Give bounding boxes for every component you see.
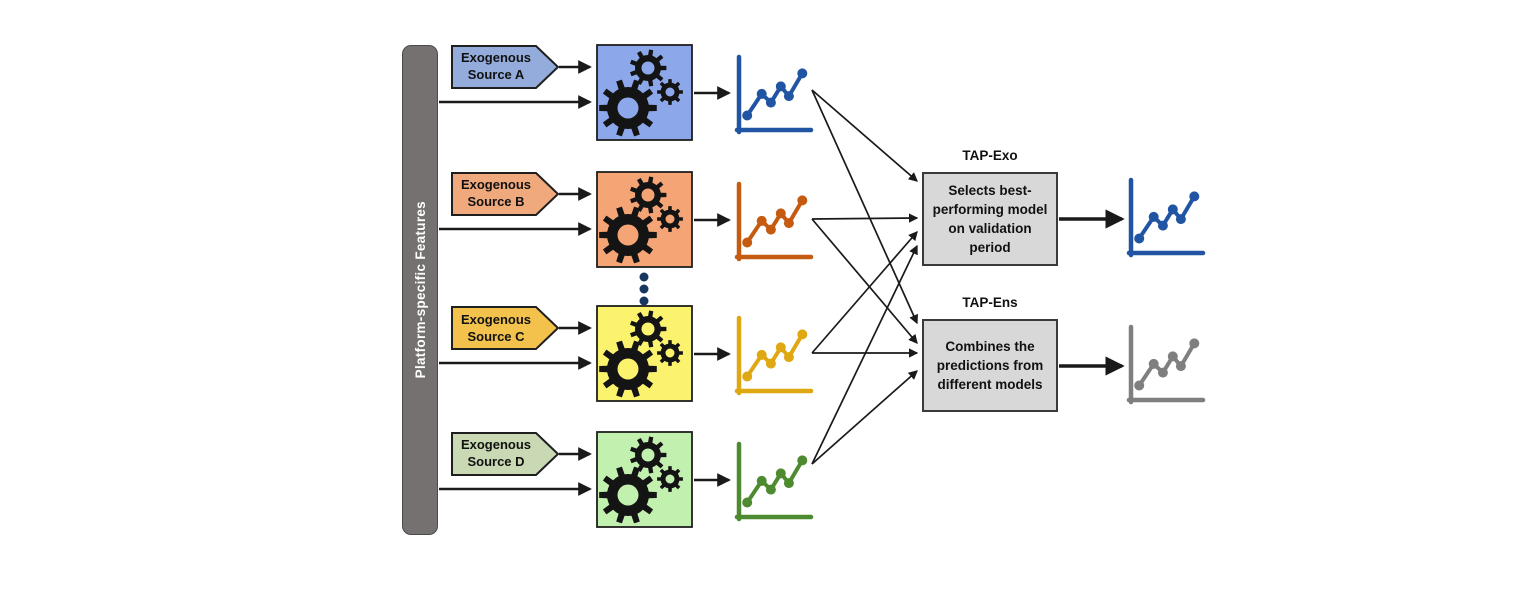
arrow-forecast-b-to-tap-ens [811,218,918,344]
model-box-c [596,305,693,402]
chart-point [742,371,753,382]
gears-icon [630,436,667,474]
chart-point [756,215,767,226]
gears-icon [630,176,667,214]
line-chart-icon [745,72,805,117]
arrow-forecast-b-to-tap-exo [811,213,919,223]
gears-icon [630,49,667,87]
chart-point [783,352,794,363]
line-chart-icon [745,333,805,378]
tap-exo-box: Selects best-performing model on validat… [922,172,1058,266]
chart-point [765,224,776,235]
source-tag-c [451,306,560,350]
chart-point [775,208,786,219]
gears-icon [657,79,683,105]
chart-point [1189,338,1200,349]
forecast-chart-c [734,315,814,396]
chart-point [756,88,767,99]
chart-point [756,349,767,360]
model-box-a [596,44,693,141]
tap-ens-description: Combines the predictions from different … [936,338,1044,393]
source-tag-b [451,172,560,216]
source-tag-a [451,45,560,89]
gears-icon [657,340,683,366]
line-chart-icon [745,199,805,244]
chart-point [1167,204,1178,215]
tap-exo-output-chart [1126,177,1206,258]
chart-point [765,97,776,108]
chart-point [742,237,753,248]
source-tag-label-c: Exogenous Source C [460,311,532,344]
platform-features-label: Platform-specific Features [412,201,428,379]
gears-icon [599,79,657,137]
source-tag-label-a: Exogenous Source A [460,49,532,82]
tap-exo-title: TAP-Exo [962,147,1018,163]
tap-ens-output-chart [1126,324,1206,405]
line-chart-icon [1137,342,1197,387]
arrow-forecast-a-to-tap-ens [811,89,918,325]
chart-point [1134,233,1145,244]
chart-point [1148,358,1159,369]
gears-icon [599,340,657,398]
line-chart-icon [1137,195,1197,240]
arrow-forecast-d-to-tap-ens [811,370,918,465]
chart-point [1175,214,1186,225]
arrow-forecast-c-to-tap-exo [811,231,918,354]
vertical-ellipsis-dot [639,296,649,306]
gears-icon [599,206,657,264]
forecast-chart-d [734,441,814,522]
chart-point [1175,361,1186,372]
source-tag-label-b: Exogenous Source B [460,176,532,209]
chart-point [765,484,776,495]
source-tag-d [451,432,560,476]
chart-point [797,68,808,79]
chart-point [775,468,786,479]
chart-point [783,91,794,102]
model-box-b [596,171,693,268]
chart-point [783,218,794,229]
gears-icon [657,206,683,232]
chart-point [742,110,753,121]
chart-point [1148,211,1159,222]
chart-point [1189,191,1200,202]
chart-point [1157,220,1168,231]
chart-point [783,478,794,489]
chart-point [1134,380,1145,391]
gears-icon [657,466,683,492]
tap-exo-description: Selects best-performing model on validat… [932,182,1048,256]
model-box-d [596,431,693,528]
chart-point [742,497,753,508]
source-tag-label-d: Exogenous Source D [460,436,532,469]
chart-point [1167,351,1178,362]
arrow-forecast-a-to-tap-exo [811,89,918,182]
chart-point [775,81,786,92]
platform-features-bar [402,45,438,535]
chart-point [797,455,808,466]
line-chart-icon [745,459,805,504]
forecast-chart-b [734,181,814,262]
vertical-ellipsis-dot [639,272,649,282]
tap-ens-title: TAP-Ens [962,294,1018,310]
chart-point [765,358,776,369]
chart-point [797,195,808,206]
chart-point [775,342,786,353]
forecast-chart-a [734,54,814,135]
gears-icon [630,310,667,348]
arrow-forecast-d-to-tap-exo [811,244,918,465]
chart-point [756,475,767,486]
chart-point [1157,367,1168,378]
tap-ens-box: Combines the predictions from different … [922,319,1058,412]
gears-icon [599,466,657,524]
chart-point [797,329,808,340]
vertical-ellipsis-dot [639,284,649,294]
